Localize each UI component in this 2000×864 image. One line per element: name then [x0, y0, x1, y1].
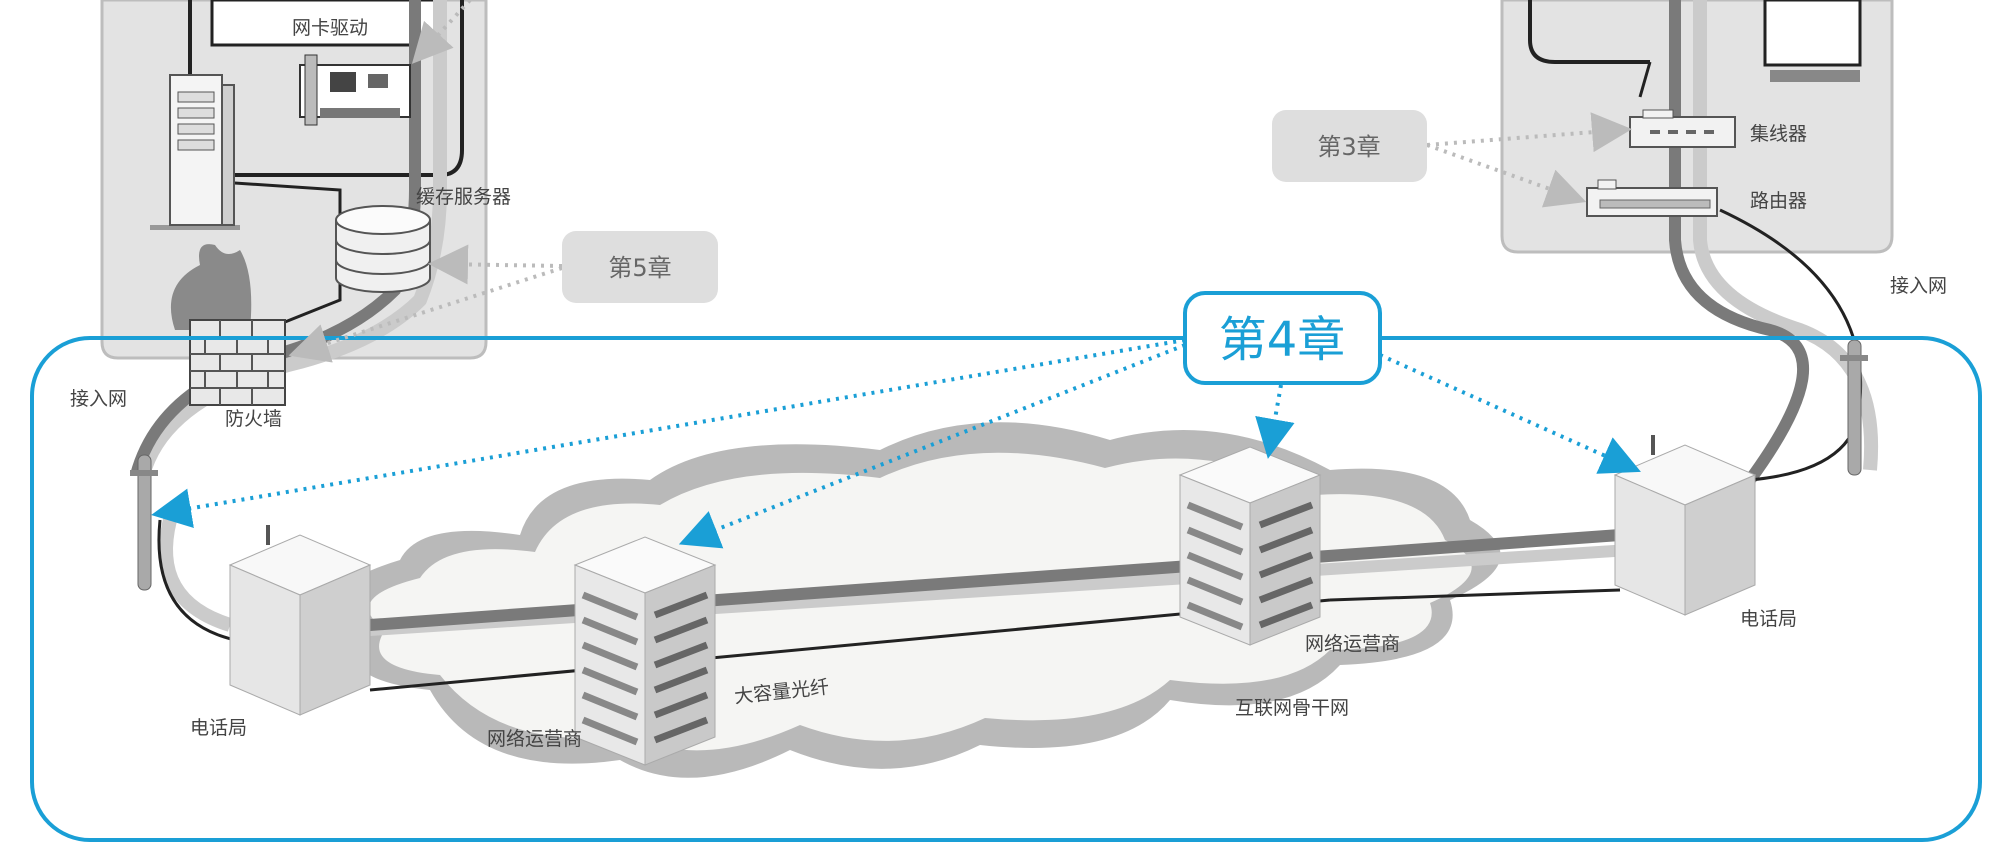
- label-router: 路由器: [1750, 190, 1807, 212]
- chapter-5-badge: 第5章: [562, 231, 718, 303]
- label-firewall: 防火墙: [225, 408, 282, 430]
- hub-icon: [1629, 109, 1736, 148]
- left-lan-panel: [100, 0, 488, 360]
- database-icon: [335, 205, 431, 293]
- router-icon: [1586, 179, 1718, 217]
- server-tower-icon: [150, 74, 240, 230]
- label-nic-driver: 网卡驱动: [292, 17, 368, 39]
- firewall-icon: [170, 244, 286, 406]
- chapter-3-badge: 第3章: [1272, 110, 1427, 182]
- label-access-net-left: 接入网: [70, 388, 127, 410]
- label-phone-office-left: 电话局: [190, 717, 247, 739]
- label-access-net-right: 接入网: [1890, 275, 1947, 297]
- label-phone-office-right: 电话局: [1740, 608, 1797, 630]
- network-card-icon: [299, 54, 411, 126]
- building-icon: [1613, 435, 1757, 616]
- building-icon: [228, 525, 372, 716]
- building-icon: [1178, 446, 1322, 646]
- utility-pole-icon: [130, 454, 158, 591]
- svg-text:第5章: 第5章: [608, 254, 671, 282]
- utility-pole-icon: [1840, 339, 1868, 476]
- building-icon: [573, 536, 717, 766]
- chapter4-region: [30, 336, 1982, 842]
- ch4-arrows: [151, 338, 1641, 549]
- label-isp-right: 网络运营商: [1305, 633, 1400, 655]
- label-backbone: 互联网骨干网: [1235, 697, 1349, 719]
- ch5-arrows: [288, 0, 563, 363]
- chapter-4-badge: 第4章: [1183, 291, 1382, 385]
- label-isp-left: 网络运营商: [487, 728, 582, 750]
- svg-text:第3章: 第3章: [1317, 133, 1380, 161]
- svg-text:第4章: 第4章: [1219, 312, 1346, 368]
- label-hub: 集线器: [1750, 123, 1807, 145]
- label-cache-server: 缓存服务器: [416, 186, 511, 208]
